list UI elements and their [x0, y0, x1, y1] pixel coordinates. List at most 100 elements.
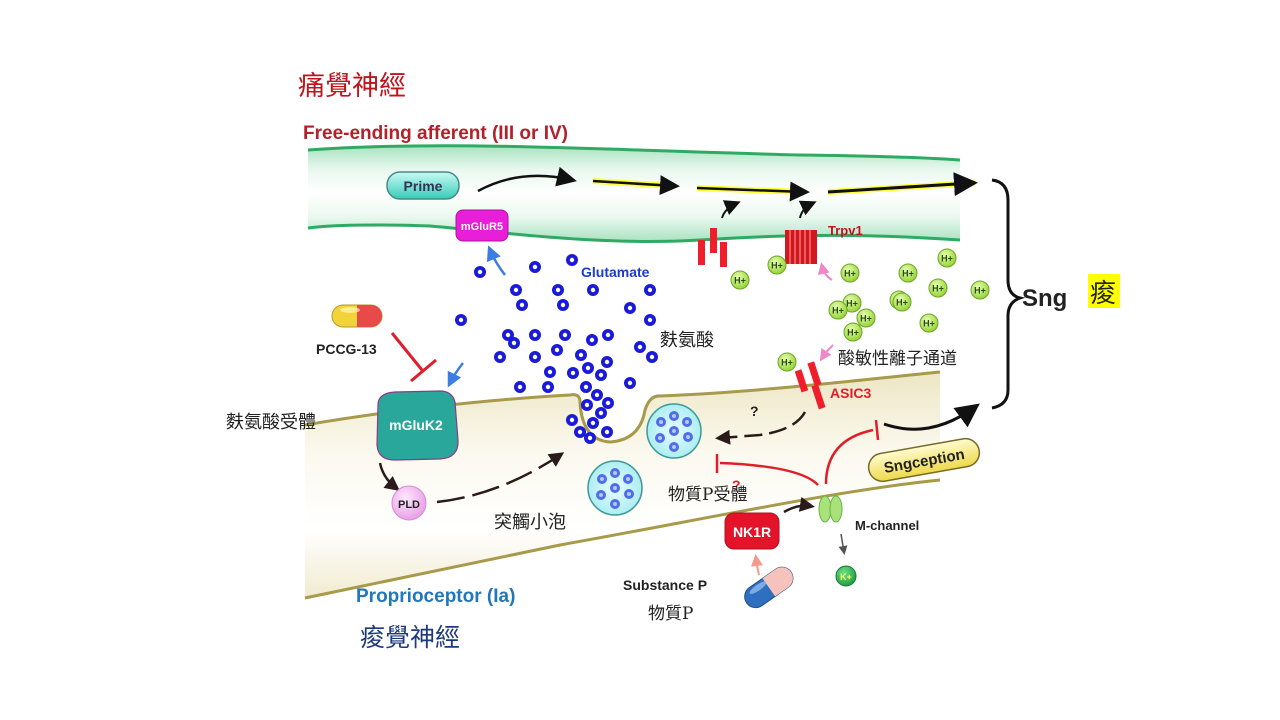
asic3-channel [794, 361, 826, 410]
sng-highlight [1088, 274, 1120, 308]
signal-arrow-1 [477, 166, 577, 193]
proton-ion [730, 270, 750, 290]
vesicle-glutamate-core [658, 436, 662, 440]
mgluk2-to-pld-arrow [378, 462, 400, 492]
asic3-to-vesicle-arrow [715, 411, 807, 445]
proton-to-trpv1-arrow [817, 262, 833, 281]
mglur5-receptor: mGluR5 [455, 209, 509, 242]
asic3-label: ASIC3 [830, 385, 871, 401]
proton-ion [898, 263, 918, 283]
pld-to-vesicle-arrow [436, 452, 565, 504]
proton-ion [856, 308, 876, 328]
vesicle-glutamate-core [600, 477, 604, 481]
sng-label: Sng [1022, 285, 1067, 312]
proton-ion-label: H+ [974, 286, 986, 296]
glutamate-molecule-core [590, 420, 596, 426]
vesicle-glutamate-core [686, 435, 690, 439]
sore-nerve-title: 痠覺神經 [360, 623, 460, 652]
glutamate-molecule-core [578, 352, 584, 358]
proton-to-asic3-arrow [819, 344, 834, 362]
potassium-ion-label: K+ [840, 572, 852, 582]
mgluk2-receptor: mGluK2 [376, 390, 459, 461]
proton-ion [828, 300, 848, 320]
pccg13-pill-icon [331, 304, 383, 328]
glutamate-molecules [455, 254, 658, 444]
glutamate-molecule-core [584, 402, 590, 408]
m-channel-inhibition-asic [824, 419, 880, 485]
proton-ion-label: H+ [941, 254, 953, 264]
glutamate-molecule-core [547, 369, 553, 375]
pccg13-label: PCCG-13 [316, 341, 377, 357]
question-mark-2: ? [732, 477, 741, 493]
proton-ions: H+H+H+H+H+H+H+H+H+H+H+H+H+H+H+ [730, 248, 990, 372]
potassium-ion: K+ [835, 565, 857, 587]
synaptic-vesicle-zh-label: 突觸小泡 [494, 512, 566, 533]
signal-arrow-4 [827, 172, 978, 197]
glutamate-to-mglur5-arrow [486, 245, 506, 276]
vesicle-glutamate-core [613, 471, 617, 475]
vesicle-glutamate-core [613, 502, 617, 506]
glutamate-molecule-core [545, 384, 551, 390]
proton-ion [767, 255, 787, 275]
proton-ion-label: H+ [896, 298, 908, 308]
proton-ion [843, 322, 863, 342]
glutamate-molecule-core [598, 372, 604, 378]
proton-ion [777, 352, 797, 372]
glutamate-molecule-core [647, 287, 653, 293]
proton-ion-label: H+ [832, 306, 844, 316]
prime-label: Prime [404, 178, 443, 194]
synaptic-vesicle-1 [587, 460, 643, 516]
brace [991, 178, 1026, 410]
m-channel-inhibition-vesicle [715, 454, 819, 486]
glutamate-molecule-core [577, 429, 583, 435]
m-channel [818, 495, 843, 523]
mgluk2-label: mGluK2 [389, 417, 443, 433]
proton-ion-label: H+ [847, 328, 859, 338]
glutamate-molecule-core [587, 435, 593, 441]
proton-ion [892, 292, 912, 312]
acid-sensing-channel-zh-label: 酸敏性離子通道 [838, 349, 957, 369]
glutamate-molecule-core [637, 344, 643, 350]
free-ending-afferent-label: Free-ending afferent (III or IV) [303, 123, 568, 144]
sngception-arrow [883, 403, 980, 431]
glutamate-molecule-core [569, 257, 575, 263]
glutamate-zh-label: 麩氨酸 [660, 330, 714, 351]
glutamate-molecule-core [590, 287, 596, 293]
glutamate-molecule-core [532, 354, 538, 360]
m-channel-label: M-channel [855, 518, 919, 533]
glutamate-molecule-core [513, 287, 519, 293]
vesicle-glutamate-core [672, 414, 676, 418]
glutamate-molecule-core [604, 429, 610, 435]
glutamate-label: Glutamate [581, 264, 650, 280]
glutamate-molecule-core [519, 302, 525, 308]
pld-enzyme: PLD [391, 485, 427, 521]
signal-arrow-3 [696, 181, 810, 202]
pld-label: PLD [398, 499, 420, 511]
glutamate-molecule-core [649, 354, 655, 360]
glutamate-molecule-core [627, 305, 633, 311]
vesicle-glutamate-core [672, 429, 676, 433]
synaptic-vesicle-2 [646, 403, 702, 459]
glutamate-receptor-zh-label: 麩氨酸受體 [226, 412, 316, 433]
nk1r-to-m-channel-arrow [783, 496, 815, 514]
glutamate-molecule-core [517, 384, 523, 390]
vesicle-glutamate-core [685, 420, 689, 424]
glutamate-molecule-core [589, 337, 595, 343]
glutamate-molecule-core [598, 410, 604, 416]
proton-ion [919, 313, 939, 333]
glutamate-molecule-core [647, 317, 653, 323]
signal-arrow-2 [592, 175, 680, 196]
glutamate-molecule-core [583, 384, 589, 390]
proton-ion [840, 263, 860, 283]
proton-ion-label: H+ [932, 284, 944, 294]
glutamate-molecule-core [570, 370, 576, 376]
glutamate-molecule-core [505, 332, 511, 338]
substance-p-label: Substance P [623, 577, 707, 593]
proton-ion [937, 248, 957, 268]
glutamate-molecule-core [605, 332, 611, 338]
proton-ion-label: H+ [923, 319, 935, 329]
k-efflux-arrow [838, 533, 848, 555]
glutamate-molecule-core [562, 332, 568, 338]
substance-p-receptor-zh-label: 物質P受體 [668, 485, 747, 505]
